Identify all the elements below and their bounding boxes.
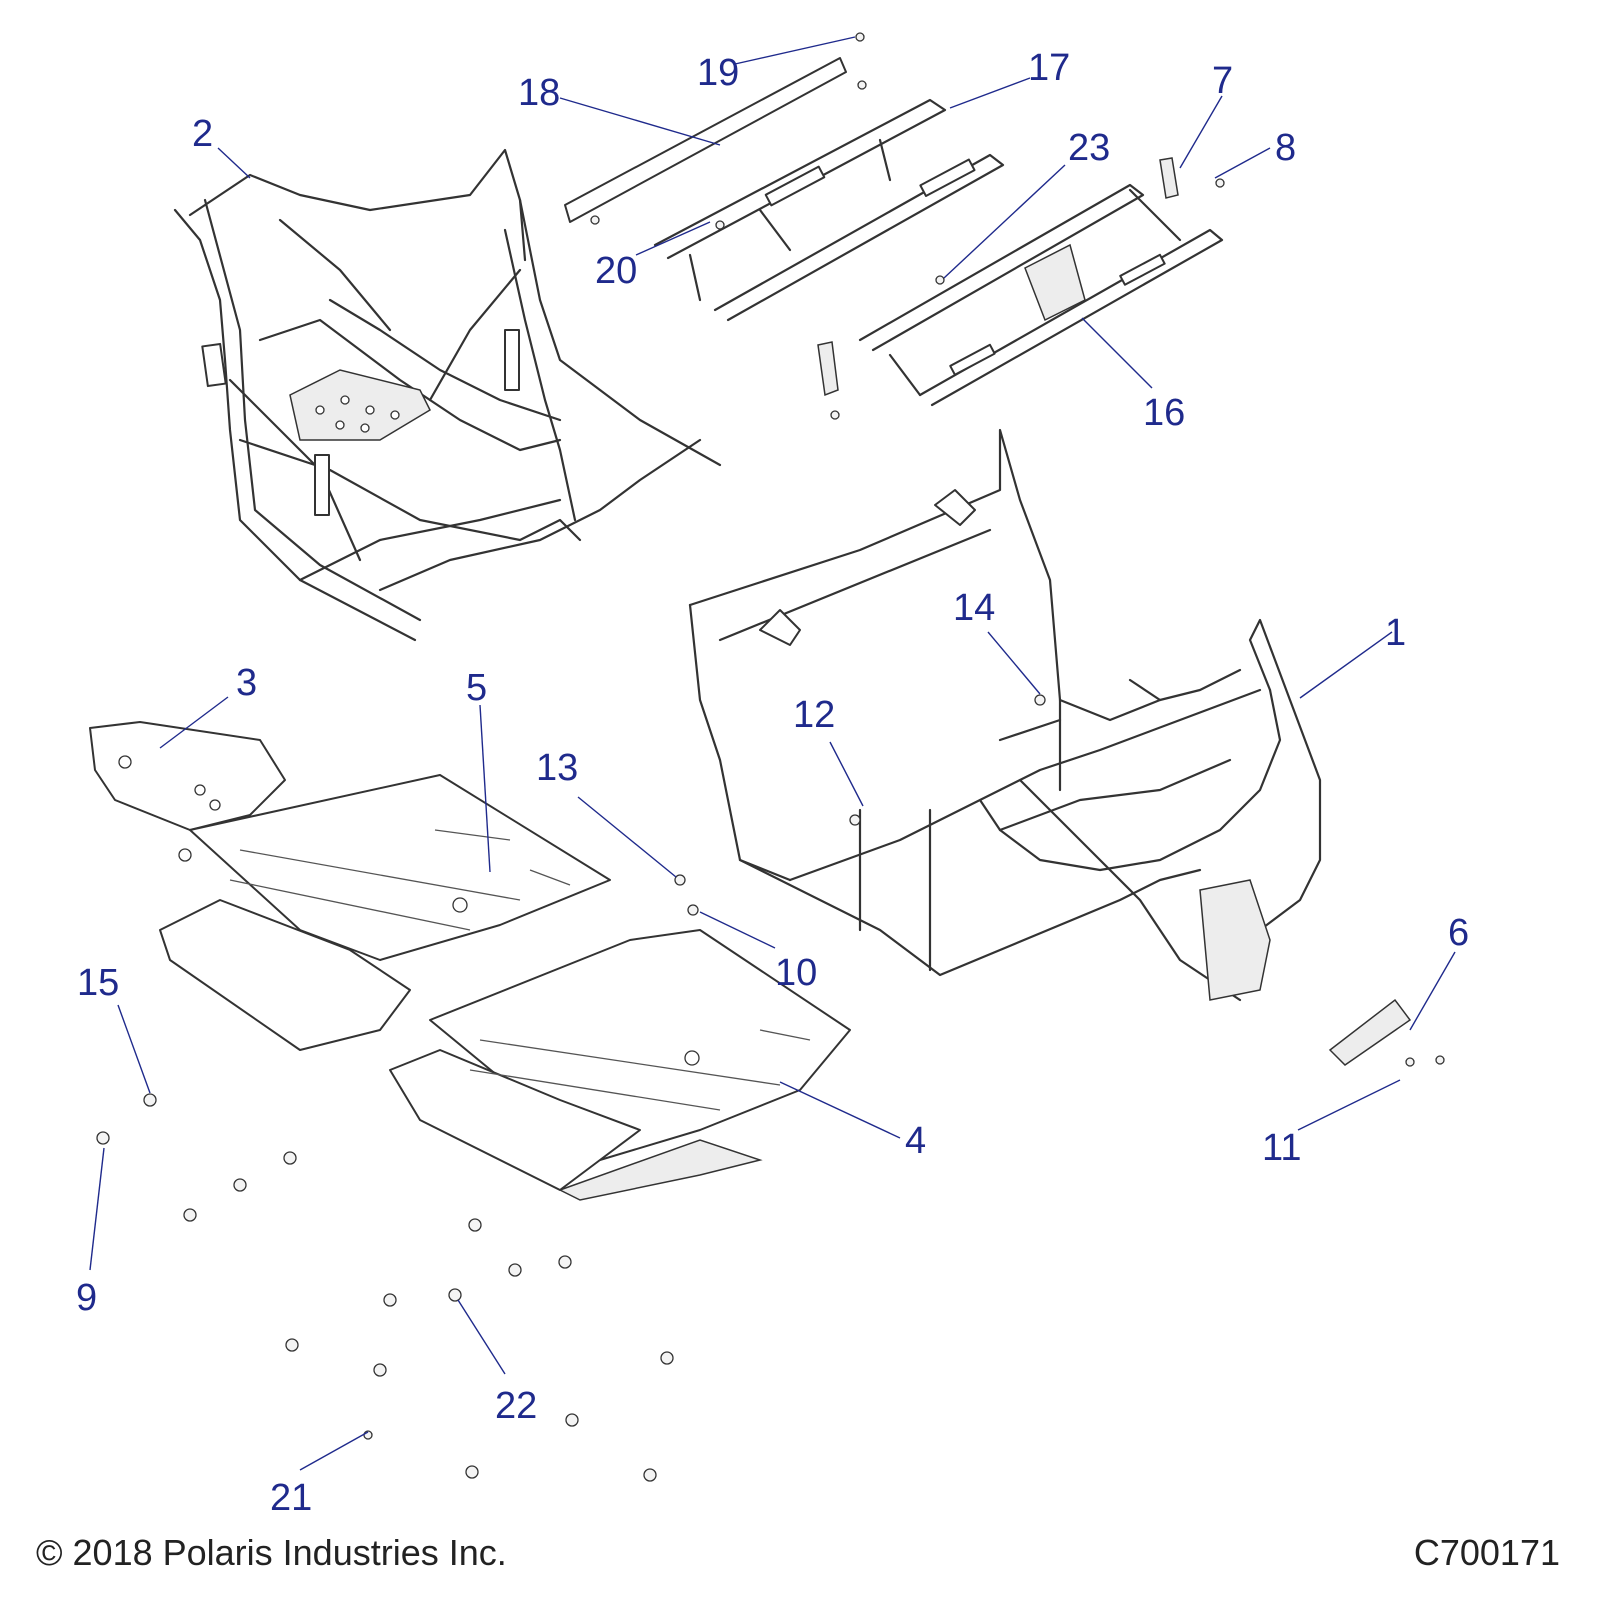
front-frame-part-1 [688, 428, 1322, 1002]
callout-18: 18 [518, 72, 560, 114]
callout-15: 15 [77, 962, 119, 1004]
callout-21: 21 [270, 1477, 312, 1519]
callout-16: 16 [1143, 392, 1185, 434]
callout-12: 12 [793, 694, 835, 736]
callout-1: 1 [1385, 612, 1406, 654]
skid-plate-part-5 [159, 774, 611, 1051]
callout-20: 20 [595, 250, 637, 292]
callout-19: 19 [697, 52, 739, 94]
callout-23: 23 [1068, 127, 1110, 169]
callout-11: 11 [1262, 1127, 1301, 1169]
callout-2: 2 [192, 113, 213, 155]
callout-10: 10 [775, 952, 817, 994]
drawing-number: C700171 [1413, 1532, 1560, 1573]
callout-labels: 1 2 3 4 5 6 7 8 9 10 11 12 13 14 15 16 1… [76, 47, 1469, 1519]
bracket-part-left-mount [817, 341, 839, 397]
bracket-part-7 [1159, 157, 1179, 199]
bumper-frame-part-17 [653, 98, 1005, 322]
rear-frame-part-2 [173, 148, 722, 642]
callout-17: 17 [1028, 47, 1070, 89]
callout-8: 8 [1275, 127, 1296, 169]
callout-14: 14 [953, 587, 995, 629]
leader-lines [89, 36, 1456, 1471]
copyright-notice: © 2018 Polaris Industries Inc. [36, 1532, 507, 1573]
callout-13: 13 [536, 747, 578, 789]
callout-9: 9 [76, 1277, 97, 1319]
skid-plate-part-4 [389, 929, 851, 1201]
callout-7: 7 [1212, 60, 1233, 102]
fasteners [96, 32, 1445, 1482]
callout-3: 3 [236, 662, 257, 704]
callout-22: 22 [495, 1385, 537, 1427]
callout-4: 4 [905, 1120, 926, 1162]
bracket-part-6 [1328, 998, 1412, 1066]
callout-6: 6 [1448, 912, 1469, 954]
rear-rail-part-18 [564, 57, 847, 223]
callout-5: 5 [466, 667, 487, 709]
skid-plate-part-3 [89, 721, 286, 862]
rear-support-part-16 [858, 183, 1224, 407]
